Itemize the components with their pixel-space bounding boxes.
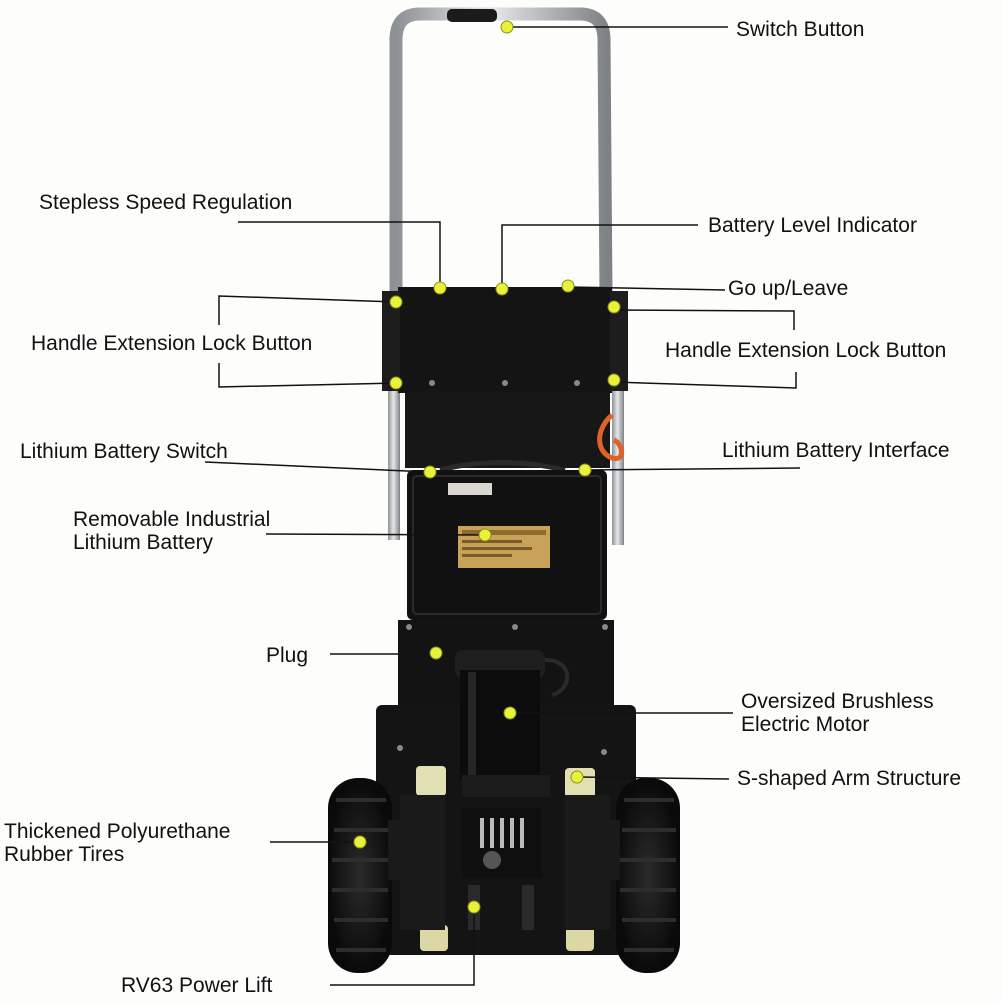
- label-removable-battery-line2: Lithium Battery: [73, 531, 214, 554]
- label-lithium-interface: Lithium Battery Interface: [722, 439, 950, 462]
- upper-frame: [405, 393, 610, 468]
- label-motor-line2: Electric Motor: [741, 713, 870, 736]
- label-go-up-leave: Go up/Leave: [728, 277, 849, 300]
- callout-dot-icon: [495, 282, 509, 296]
- callout-lines: [204, 26, 801, 986]
- callout-dot-icon: [607, 300, 621, 314]
- label-handle-lock-left: Handle Extension Lock Button: [31, 332, 313, 355]
- callout-dot-icon: [578, 463, 592, 477]
- callout-dot-icon: [389, 295, 403, 309]
- callout-dot-icon: [433, 281, 447, 295]
- label-tires-line2: Rubber Tires: [4, 843, 125, 866]
- left-tire: [328, 778, 406, 973]
- label-battery-level: Battery Level Indicator: [708, 214, 917, 237]
- label-removable-battery-line1: Removable Industrial: [73, 508, 271, 531]
- label-power-lift: RV63 Power Lift: [121, 974, 273, 997]
- callout-dot-icon: [503, 706, 517, 720]
- label-tires: Thickened Polyurethane Rubber Tires: [4, 820, 230, 866]
- label-s-arm: S-shaped Arm Structure: [737, 767, 962, 790]
- callout-dot-icon: [607, 373, 621, 387]
- handle: [388, 7, 624, 545]
- callout-dot-icon: [467, 900, 481, 914]
- callout-dot-icon: [353, 835, 367, 849]
- callout-dot-icon: [389, 376, 403, 390]
- control-box: [382, 287, 628, 393]
- label-removable-battery: Removable Industrial Lithium Battery: [73, 508, 270, 554]
- label-motor-line1: Oversized Brushless: [741, 690, 934, 713]
- callout-dot-icon: [429, 646, 443, 660]
- callout-dot-icon: [570, 770, 584, 784]
- label-switch-button: Switch Button: [736, 18, 865, 41]
- label-stepless-speed: Stepless Speed Regulation: [39, 191, 293, 214]
- gearbox: [462, 808, 542, 930]
- label-tires-line1: Thickened Polyurethane: [4, 820, 231, 843]
- label-lithium-switch: Lithium Battery Switch: [20, 440, 228, 463]
- battery-pack: [407, 460, 607, 620]
- motor: [455, 650, 570, 797]
- callout-dot-icon: [423, 465, 437, 479]
- label-plug: Plug: [266, 644, 309, 667]
- callout-dot-icon: [561, 279, 575, 293]
- callout-dot-icon: [500, 20, 514, 34]
- label-handle-lock-right: Handle Extension Lock Button: [665, 339, 947, 362]
- orange-cable: [597, 413, 625, 462]
- label-motor: Oversized Brushless Electric Motor: [741, 690, 934, 736]
- right-tire: [602, 778, 680, 973]
- callout-dot-icon: [478, 528, 492, 542]
- callout-dots: [353, 20, 621, 914]
